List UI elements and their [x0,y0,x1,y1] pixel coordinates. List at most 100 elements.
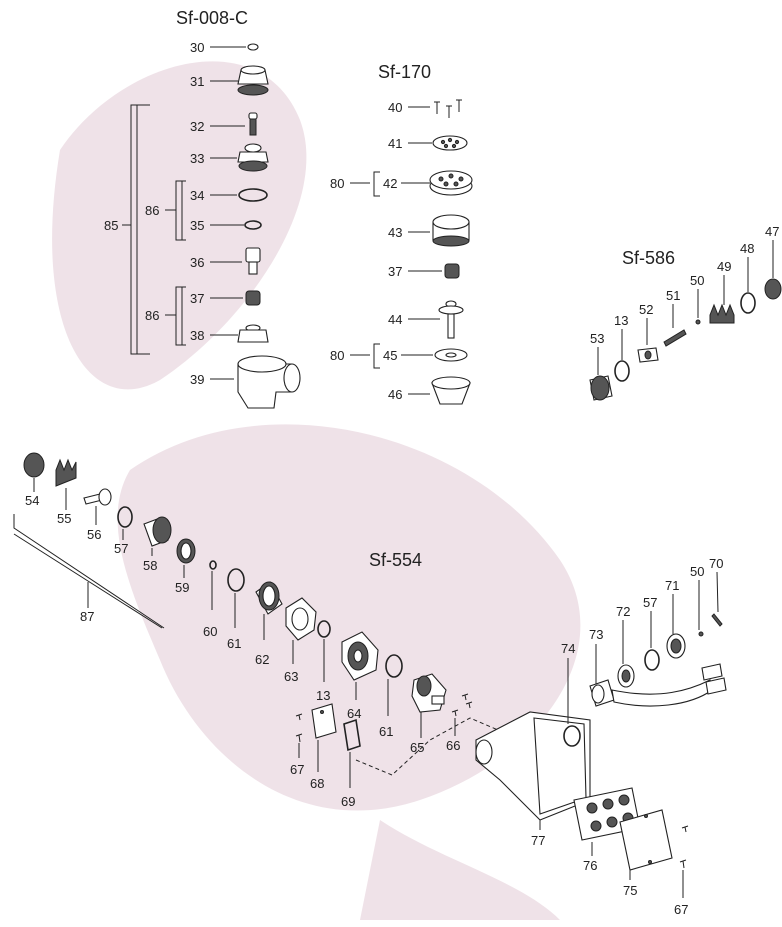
part-59: 59 [175,538,196,595]
label-31: 31 [190,74,204,89]
part-37-b: 37 [388,263,460,279]
bracket-80-lower: 80 [330,343,380,369]
part-32: 32 [190,112,258,136]
label-44: 44 [388,312,402,327]
label-68: 68 [310,776,324,791]
part-73: 73 [589,627,727,707]
label-38: 38 [190,328,204,343]
part-42: 42 [383,170,473,196]
label-71: 71 [665,578,679,593]
label-30: 30 [190,40,204,55]
part-47: 47 [764,224,782,300]
part-63: 63 [284,597,317,684]
title-sf-554: Sf-554 [369,550,422,570]
label-32: 32 [190,119,204,134]
label-80-a: 80 [330,176,344,191]
label-48: 48 [740,241,754,256]
label-61-b: 61 [379,724,393,739]
label-72: 72 [616,604,630,619]
label-85: 85 [104,218,118,233]
part-44: 44 [388,300,464,339]
part-31: 31 [190,65,269,96]
part-66: 66 [446,693,473,753]
part-56: 56 [83,488,112,542]
label-61-a: 61 [227,636,241,651]
part-69: 69 [341,718,361,809]
part-45: 45 [383,348,468,363]
label-65: 65 [410,740,424,755]
label-58: 58 [143,558,157,573]
part-33: 33 [190,143,269,172]
label-66: 66 [446,738,460,753]
part-34: 34 [190,188,268,203]
part-51: 51 [663,288,687,347]
label-52: 52 [639,302,653,317]
part-57-b: 57 [643,595,660,671]
part-53: 53 [589,331,613,401]
label-55: 55 [57,511,71,526]
part-49: 49 [709,259,735,324]
part-52: 52 [637,302,659,363]
part-13-b: 13 [316,620,331,703]
part-58: 58 [143,516,172,573]
part-41: 41 [388,135,468,151]
label-74: 74 [561,641,575,656]
label-39: 39 [190,372,204,387]
label-13-a: 13 [614,313,628,328]
label-51: 51 [666,288,680,303]
part-70: 70 [709,556,723,627]
part-43: 43 [388,214,470,247]
label-86-b: 86 [145,308,159,323]
bracket-86-lower: 86 [145,286,186,346]
label-69: 69 [341,794,355,809]
part-72: 72 [616,604,635,688]
part-61-a: 61 [227,568,245,651]
label-77: 77 [531,833,545,848]
background-watermark [52,61,581,920]
part-50-b: 50 [690,564,704,637]
label-54: 54 [25,493,39,508]
label-46: 46 [388,387,402,402]
bracket-80-upper: 80 [330,171,380,197]
label-76: 76 [583,858,597,873]
label-13-b: 13 [316,688,330,703]
part-35: 35 [190,218,262,233]
part-36: 36 [190,247,261,275]
part-46: 46 [388,376,471,405]
part-40: 40 [388,99,462,118]
part-57-a: 57 [114,506,133,556]
label-67-b: 67 [674,902,688,917]
title-sf-008-c: Sf-008-C [176,8,248,28]
part-65: 65 [410,673,447,755]
label-43: 43 [388,225,402,240]
label-34: 34 [190,188,204,203]
label-67-a: 67 [290,762,304,777]
part-64: 64 [341,631,379,721]
part-50-a: 50 [690,273,704,325]
label-75: 75 [623,883,637,898]
label-62: 62 [255,652,269,667]
part-75: 75 [619,809,673,898]
part-67-b: 67 [674,825,688,917]
label-40: 40 [388,100,402,115]
label-56: 56 [87,527,101,542]
label-60: 60 [203,624,217,639]
label-73: 73 [589,627,603,642]
label-53: 53 [590,331,604,346]
part-61-b: 61 [379,654,403,739]
label-63: 63 [284,669,298,684]
label-59: 59 [175,580,189,595]
label-87: 87 [80,609,94,624]
label-45: 45 [383,348,397,363]
part-30: 30 [190,40,259,55]
part-68: 68 [310,703,337,791]
bracket-87: 87 [13,514,165,629]
bracket-86-upper: 86 [145,180,186,241]
label-42: 42 [383,176,397,191]
label-33: 33 [190,151,204,166]
label-49: 49 [717,259,731,274]
label-50-b: 50 [690,564,704,579]
part-54: 54 [23,452,45,508]
label-70: 70 [709,556,723,571]
